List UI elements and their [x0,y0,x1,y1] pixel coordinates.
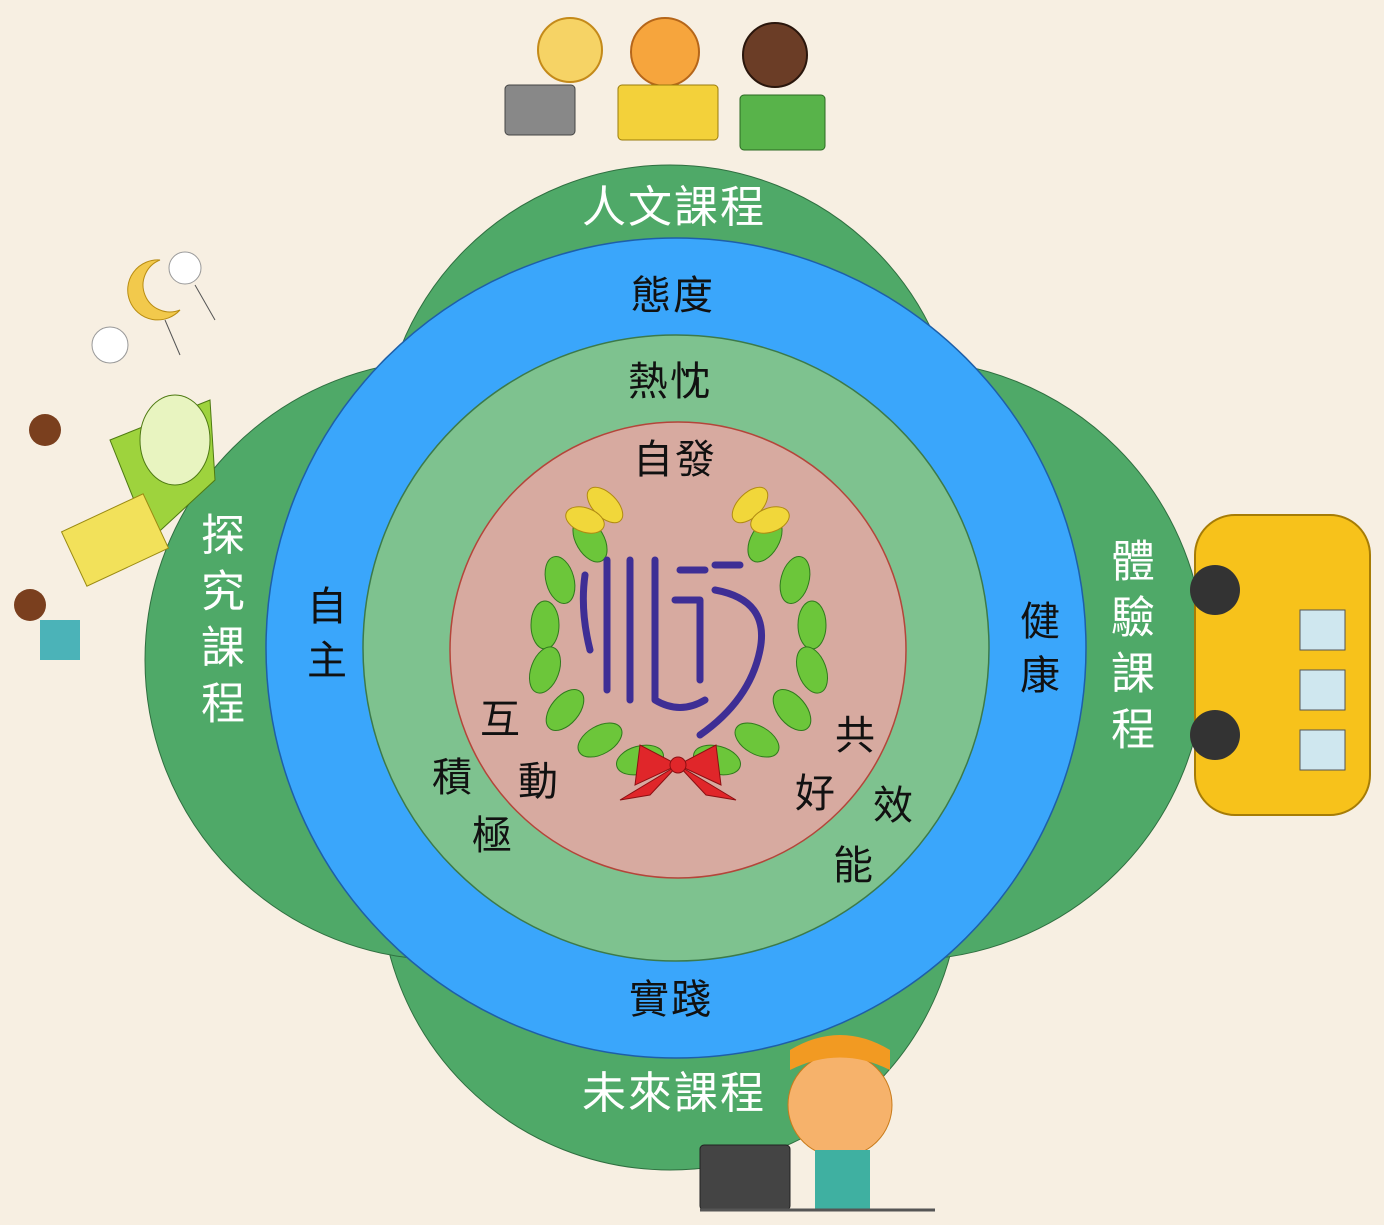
inner-word-right-2: 好 [795,771,837,817]
inner-word-right-1: 共 [835,713,877,759]
school-emblem-icon [528,486,829,801]
moon-stars-icon [91,251,216,364]
green-ring-label-top: 熱忱 [628,359,712,405]
course-label-right: 體驗課程 [1103,538,1154,762]
inner-word-left-3: 積 [432,755,474,801]
inner-label-top: 自發 [633,437,717,483]
inner-word-left-1: 互 [480,697,522,743]
blue-ring-label-right: 健康 [1013,600,1059,708]
inner-word-left-2: 動 [518,759,560,805]
inner-word-left-4: 極 [472,813,514,859]
school-bus-icon [1190,514,1371,816]
boy-laptop-icon [699,1035,935,1212]
kids-reading-icon [504,17,826,151]
inner-word-right-4: 能 [833,843,875,889]
blue-ring-label-bottom: 實踐 [629,977,713,1023]
course-label-left: 探究課程 [193,512,244,736]
blue-ring-label-left: 自主 [300,585,346,693]
telescope-kids-icon [14,394,216,660]
course-label-bottom: 未來課程 [582,1068,766,1119]
blue-ring-label-top: 態度 [631,273,715,319]
inner-circle [449,421,907,879]
inner-word-right-3: 效 [873,783,915,829]
course-label-top: 人文課程 [582,182,766,233]
